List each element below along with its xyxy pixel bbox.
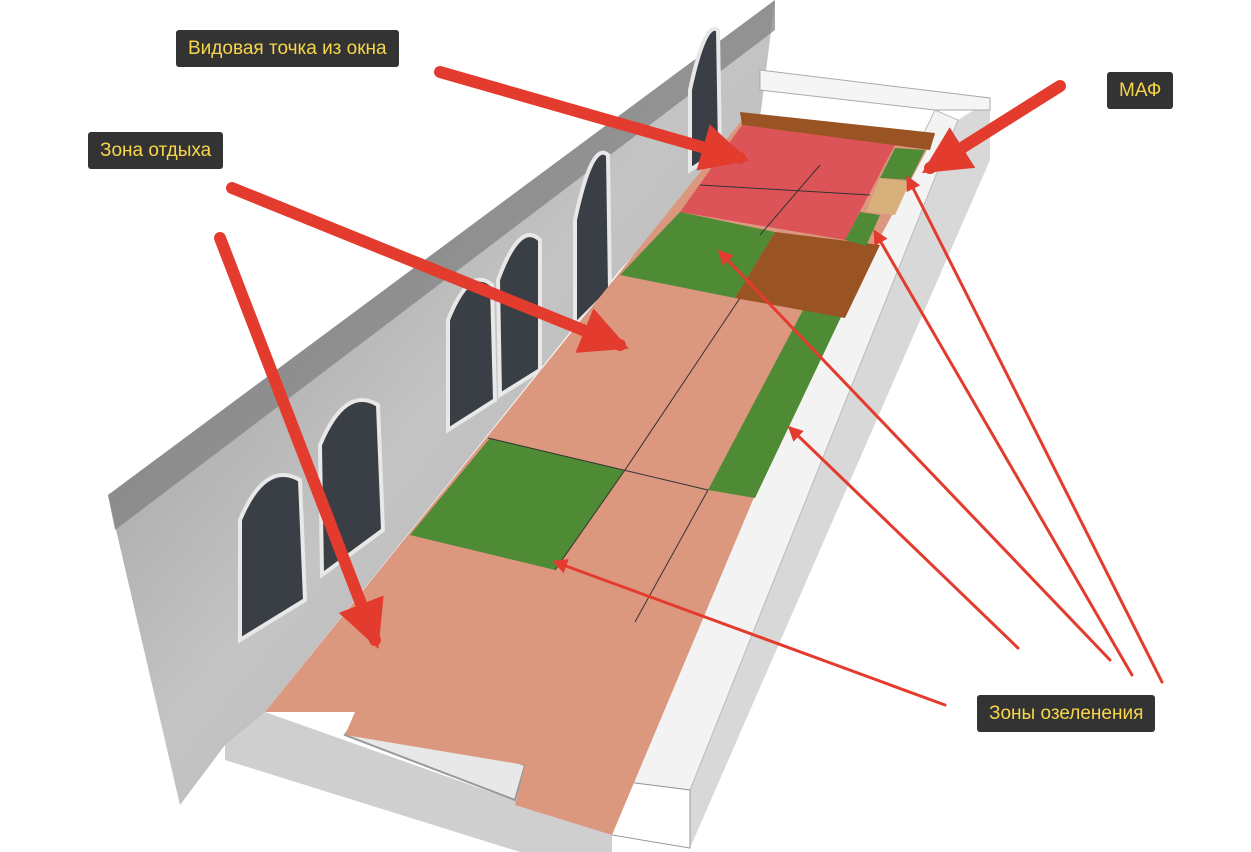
deck xyxy=(735,232,880,318)
arrow-green-5 xyxy=(906,175,1164,684)
label-green-zones: Зоны озеленения xyxy=(977,695,1156,732)
arrow-green-3 xyxy=(717,249,1112,662)
parapet-side xyxy=(690,100,990,848)
arrow-rest-zone xyxy=(226,182,629,353)
maf-tile xyxy=(866,178,910,215)
arrow-rest-zone-2 xyxy=(214,232,384,649)
label-rest-zone: Зона отдыха xyxy=(88,132,224,169)
cornice xyxy=(108,0,775,530)
lawn-1 xyxy=(410,438,625,570)
arrow-green-4 xyxy=(873,229,1134,677)
ground-strip xyxy=(225,712,612,852)
lawn-small-1 xyxy=(845,212,880,246)
arrow-viewpoint xyxy=(434,66,750,171)
label-viewpoint: Видовая точка из окна xyxy=(176,30,399,67)
parapet-far xyxy=(759,69,991,111)
deck-strip xyxy=(740,112,935,150)
tile-lines xyxy=(487,164,871,623)
lawn-3 xyxy=(620,212,775,298)
label-maf: МАФ xyxy=(1107,72,1174,109)
arrow-maf xyxy=(921,80,1066,174)
arrow-green-1 xyxy=(552,559,947,707)
lawn-small-2 xyxy=(880,148,925,180)
lawn-2 xyxy=(708,310,842,498)
annotation-arrows xyxy=(214,66,1164,707)
arrow-green-2 xyxy=(787,425,1020,650)
